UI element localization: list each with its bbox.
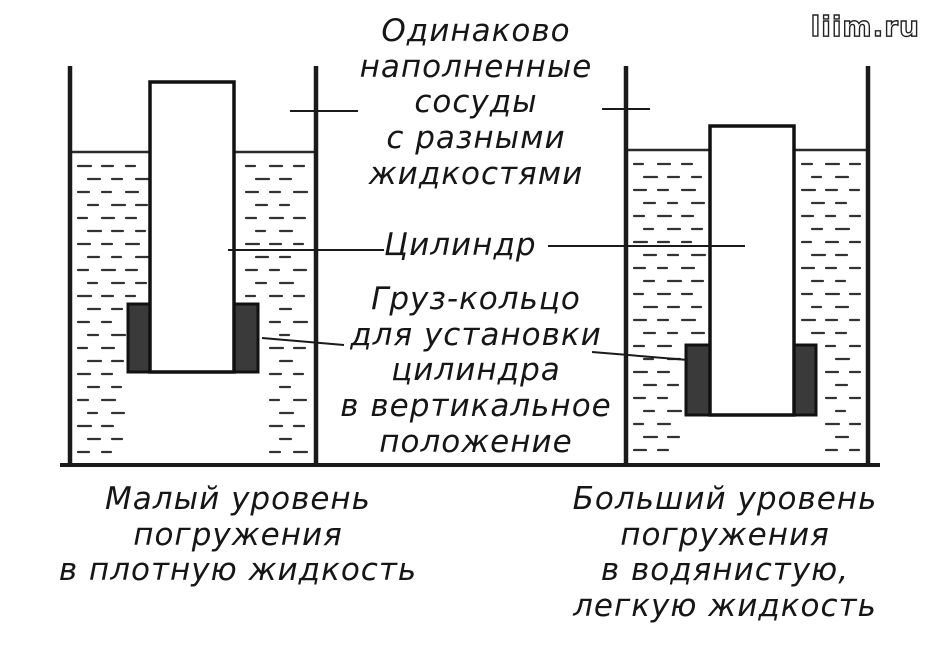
leader-weight-left (261, 337, 345, 346)
leader-lines (228, 101, 745, 361)
cylinder-left (126, 80, 260, 374)
cylinder-body-left (148, 80, 236, 374)
leader-weight-right (591, 351, 689, 361)
caption-right: Больший уровень погружения в водянистую,… (572, 481, 878, 624)
liquid-right (628, 148, 866, 452)
liquid-left (72, 150, 314, 454)
label-vessels: Одинаково наполненные сосуды с разными ж… (359, 13, 593, 192)
vessel-left (67, 66, 319, 465)
label-cylinder: Цилиндр (384, 227, 537, 263)
label-weight-ring: Груз-кольцо для установки цилиндра в вер… (340, 281, 612, 460)
cylinder-right (684, 124, 818, 417)
watermark-logo: liim.ru (810, 9, 920, 43)
caption-left: Малый уровень погружения в плотную жидко… (58, 481, 418, 589)
vessel-right (623, 66, 871, 465)
cylinder-body-right (708, 124, 796, 417)
